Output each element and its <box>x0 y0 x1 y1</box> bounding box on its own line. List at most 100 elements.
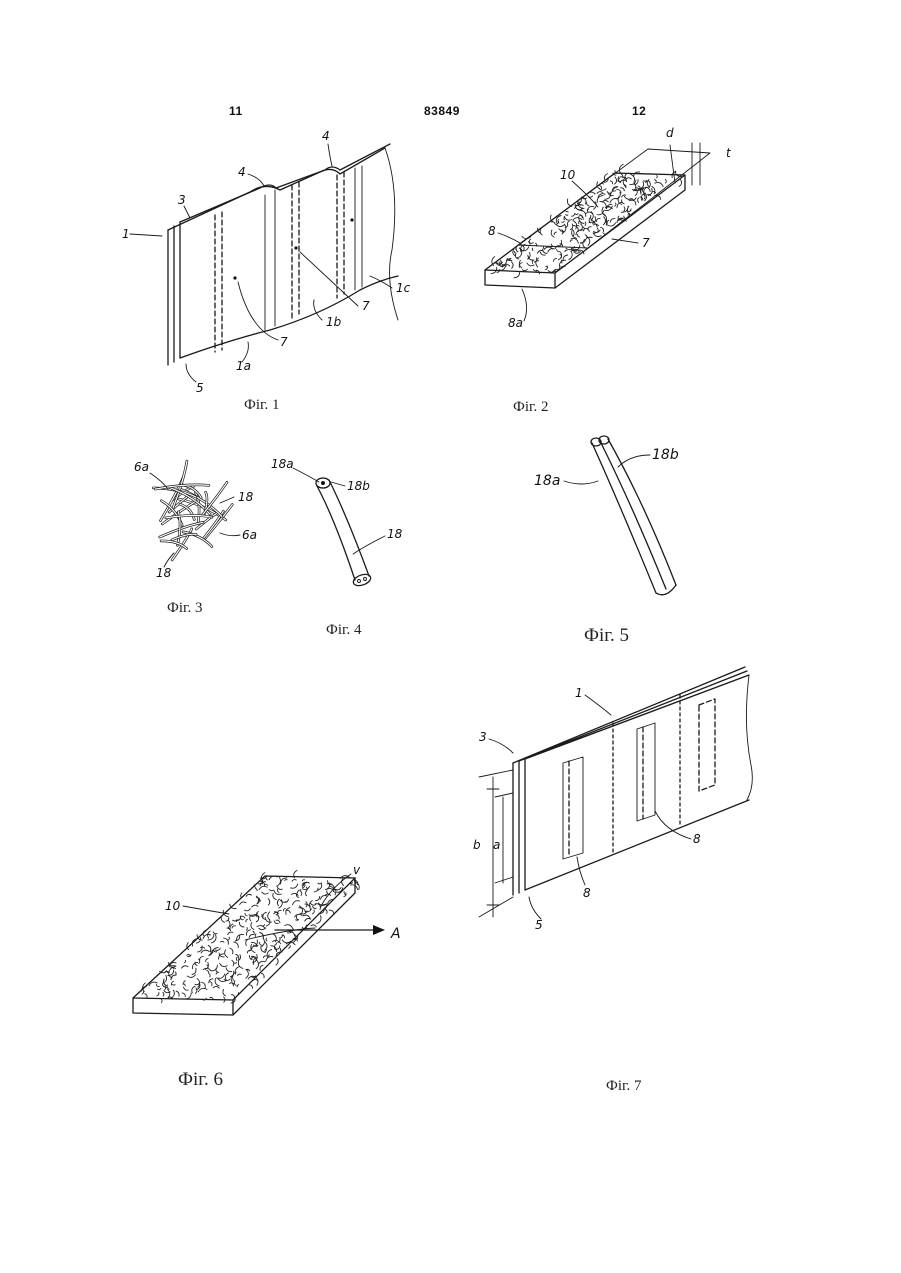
fig7-label-3: 3 <box>479 730 487 744</box>
fibre-texture-mark <box>585 222 586 226</box>
fibre-texture-mark <box>156 984 159 987</box>
fig1-label-1: 1 <box>122 227 130 241</box>
fibre-texture-mark <box>569 251 573 260</box>
fibre-texture-mark <box>540 228 542 235</box>
fibre-texture-mark <box>282 940 291 943</box>
fibre-texture-mark <box>302 880 305 882</box>
fibre-texture-mark <box>570 224 573 230</box>
fig1-label-3: 3 <box>178 193 186 207</box>
fibre-texture-mark <box>290 884 297 888</box>
fibre-texture-mark <box>300 891 302 896</box>
fibre-texture-mark <box>516 251 522 258</box>
fibre-texture-mark <box>236 934 244 940</box>
fibre-texture-mark <box>557 249 561 251</box>
fibre-texture-mark <box>240 902 247 905</box>
fig2-label-t: t <box>726 146 732 160</box>
fibre-texture-mark <box>259 933 263 939</box>
figure-3-drawing: 6a 18 6a 18 <box>130 455 280 590</box>
fibre-texture-mark <box>654 182 663 187</box>
fibre-texture-mark <box>232 920 237 921</box>
fibre-texture-mark <box>184 987 189 991</box>
fibre-texture-mark <box>263 956 267 958</box>
fibre-texture-mark <box>259 942 262 945</box>
fig3-label-6a-right: 6a <box>242 528 257 542</box>
page-number-right: 12 <box>632 104 646 118</box>
fibre-texture-mark <box>514 251 516 253</box>
fibre-texture-mark <box>233 972 237 981</box>
fibre-texture-mark <box>246 970 249 979</box>
fibre-texture-mark <box>329 910 334 914</box>
fibre-texture-mark <box>157 988 161 989</box>
fibre-texture-mark <box>253 979 257 980</box>
fibre-texture-mark <box>315 896 320 901</box>
fibre-texture-mark <box>607 223 616 227</box>
fibre-texture-mark <box>281 878 288 885</box>
fibre-texture-mark <box>548 249 555 253</box>
fibre-texture-mark <box>184 981 186 984</box>
fibre-texture-mark <box>556 224 565 226</box>
fibre-texture-mark <box>259 886 268 890</box>
fibre-texture-mark <box>492 256 495 266</box>
figure-6-caption: Фіг. 6 <box>178 1069 223 1091</box>
fibre-texture-mark <box>184 960 185 963</box>
fibre-texture-mark <box>160 998 162 1003</box>
fibre-texture-mark <box>237 985 239 988</box>
fibre-texture-mark <box>206 959 209 963</box>
fibre-texture-mark <box>258 961 265 965</box>
fig4-label-18a: 18a <box>271 457 294 471</box>
fig5-label-18b: 18b <box>652 447 679 463</box>
figure-7-drawing: b a 1 3 8 8 5 <box>465 665 765 945</box>
fibre-texture-mark <box>318 883 321 884</box>
fibre-texture-mark <box>615 203 616 207</box>
fibre-texture-mark <box>232 926 236 929</box>
fig1-label-7b: 7 <box>362 299 370 313</box>
fig1-label-1a: 1a <box>236 359 251 373</box>
fibre-texture-mark <box>292 880 297 882</box>
fibre-texture-mark <box>580 239 585 243</box>
fibre-texture-mark <box>655 179 657 181</box>
fibre-texture-mark <box>610 181 613 185</box>
fibre-texture-mark <box>228 937 229 940</box>
fibre-texture-mark <box>305 919 312 922</box>
fibre-texture-mark <box>618 173 623 178</box>
fibre-texture-mark <box>262 892 269 894</box>
fig1-label-4a: 4 <box>238 165 246 179</box>
fig7-label-5: 5 <box>535 918 543 932</box>
fibre-texture-mark <box>268 898 270 905</box>
fig2-label-10: 10 <box>560 168 576 182</box>
fibre-texture-mark <box>223 938 228 945</box>
fibre-texture-mark <box>276 958 278 965</box>
fig3-label-6a-top: 6a <box>134 460 149 474</box>
fibre-texture-mark <box>252 905 259 907</box>
fibre-texture-mark <box>632 200 636 205</box>
fibre-texture-mark <box>679 179 682 187</box>
fibre-texture-mark <box>276 915 280 920</box>
fibre-texture-mark <box>195 988 197 994</box>
fibre-texture-mark <box>558 229 560 232</box>
fig3-label-18-right: 18 <box>238 490 254 504</box>
fibre-texture-mark <box>198 988 207 992</box>
fibre-texture-mark <box>256 916 259 922</box>
fibre-texture-mark <box>234 980 236 985</box>
fibre-texture-mark <box>276 877 280 886</box>
figure-7-caption: Фіг. 7 <box>606 1078 641 1095</box>
fibre-texture-mark <box>269 889 273 890</box>
fibre-texture-mark <box>201 982 205 989</box>
fibre-texture-mark <box>208 973 210 977</box>
fibre-texture-mark <box>596 218 600 221</box>
fig7-label-8-left: 8 <box>583 886 591 900</box>
fibre-texture-mark <box>599 183 604 185</box>
fibre-texture-mark <box>163 992 164 996</box>
fibre-texture-mark <box>276 920 281 923</box>
fibre-texture-mark <box>531 260 532 264</box>
figure-5-drawing: 18a 18b <box>530 425 700 610</box>
fibre-texture-mark <box>297 890 301 894</box>
fibre-texture-mark <box>230 924 233 931</box>
fibre-texture-mark <box>633 172 640 177</box>
fibre-texture-mark <box>261 973 264 978</box>
fibre-texture-mark <box>221 915 225 922</box>
fibre-texture-mark <box>283 908 285 911</box>
fibre-texture-mark <box>656 175 657 178</box>
fibre-texture-mark <box>274 921 279 924</box>
fibre-texture-mark <box>206 971 208 973</box>
